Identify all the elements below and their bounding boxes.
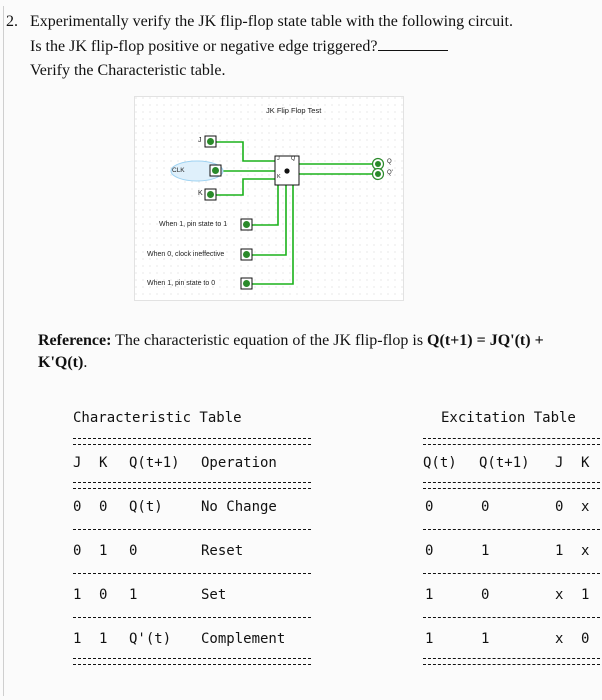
label-clk: CLK	[172, 167, 185, 174]
exc-row2-qt: 0	[425, 543, 434, 559]
exc-row4-j: x	[555, 631, 564, 647]
input-pin-j[interactable]	[204, 135, 217, 148]
input-pin-set[interactable]	[240, 218, 253, 231]
wire-j	[215, 141, 275, 162]
exc-rule-header	[423, 482, 600, 489]
char-rule-header	[73, 482, 311, 489]
wire-k	[215, 178, 275, 196]
exc-rule-bottom	[423, 658, 600, 665]
char-rule-top	[73, 438, 311, 445]
char-row4-operation: Complement	[201, 631, 286, 647]
reference-end: .	[83, 354, 88, 371]
exc-rule-2	[423, 573, 600, 574]
note-enable: When 0, clock ineffective	[147, 251, 225, 258]
char-row3-operation: Set	[201, 587, 227, 603]
char-row4-k: 1	[99, 631, 108, 647]
exc-row3-j: x	[555, 587, 564, 603]
label-k: K	[198, 190, 203, 197]
reference-equation-1: Q(t+1) = JQ'(t) +	[427, 332, 544, 349]
left-margin-rule	[3, 6, 4, 696]
answer-blank[interactable]	[378, 36, 449, 51]
exc-row4-k: 0	[581, 631, 590, 647]
output-label-qn: Q'	[387, 170, 393, 176]
grid-background	[135, 97, 403, 300]
reference-equation-2: K'Q(t)	[38, 354, 84, 371]
wires	[215, 141, 375, 285]
note-reset: When 1, pin state to 0	[147, 280, 216, 287]
char-rule-2	[73, 573, 311, 574]
question-line-2-text: Is the JK flip-flop positive or negative…	[30, 38, 378, 55]
reference-text: The characteristic equation of the JK fl…	[111, 332, 428, 349]
exc-rule-top	[423, 438, 600, 445]
exc-row1-j: 0	[555, 499, 564, 515]
reference-label: Reference:	[38, 332, 112, 349]
circuit-svg	[135, 97, 403, 300]
reference-line-1: Reference: The characteristic equation o…	[38, 330, 544, 352]
char-header-qt1: Q(t+1)	[129, 455, 180, 471]
exc-header-qt: Q(t)	[423, 455, 457, 471]
ff-pin-q: Q	[291, 156, 296, 162]
input-pin-enable[interactable]	[240, 248, 253, 261]
char-row1-j: 0	[73, 499, 82, 515]
char-row2-qt1: 0	[129, 543, 138, 559]
char-header-operation: Operation	[201, 455, 277, 471]
question-number: 2.	[6, 13, 18, 30]
char-row3-qt1: 1	[129, 587, 138, 603]
exc-row4-qt: 1	[425, 631, 434, 647]
exc-row3-qt: 1	[425, 587, 434, 603]
excitation-table-title: Excitation Table	[441, 410, 576, 426]
exc-row4-qt1: 1	[481, 631, 490, 647]
ff-pin-j: J	[277, 156, 280, 162]
wire-enable	[251, 185, 287, 256]
output-led-q	[371, 157, 385, 171]
circuit-title: JK Flip Flop Test	[266, 106, 322, 115]
char-row2-j: 0	[73, 543, 82, 559]
exc-rule-1	[423, 529, 600, 530]
input-pin-reset[interactable]	[240, 277, 253, 290]
circuit-diagram: JK Flip Flop Test J CLK K J Q K Q Q' Whe…	[134, 96, 404, 301]
note-set: When 1, pin state to 1	[159, 221, 228, 228]
char-row1-qt1: Q(t)	[129, 499, 163, 515]
exc-header-j: J	[555, 455, 564, 471]
exc-row1-qt: 0	[425, 499, 434, 515]
char-header-k: K	[99, 455, 108, 471]
wire-set	[251, 185, 279, 226]
exc-row3-k: 1	[581, 587, 590, 603]
char-rule-1	[73, 529, 311, 530]
char-header-j: J	[73, 455, 82, 471]
question-line-3: Verify the Characteristic table.	[30, 62, 226, 79]
char-row3-k: 0	[99, 587, 108, 603]
char-row4-j: 1	[73, 631, 82, 647]
exc-rule-3	[423, 617, 600, 618]
flipflop-state-dot	[284, 168, 290, 174]
char-row1-k: 0	[99, 499, 108, 515]
char-row4-qt1: Q'(t)	[129, 631, 172, 647]
char-rule-3	[73, 617, 311, 618]
char-row2-operation: Reset	[201, 543, 244, 559]
exc-row1-k: x	[581, 499, 590, 515]
exc-row2-k: x	[581, 543, 590, 559]
char-row2-k: 1	[99, 543, 108, 559]
output-led-qn	[371, 167, 385, 181]
char-rule-bottom	[73, 658, 311, 665]
exc-row3-qt1: 0	[481, 587, 490, 603]
input-pin-clk[interactable]	[209, 164, 222, 177]
question-line-2: Is the JK flip-flop positive or negative…	[30, 36, 449, 57]
characteristic-table-title: Characteristic Table	[73, 410, 242, 426]
wire-reset	[251, 185, 294, 285]
exc-row2-qt1: 1	[481, 543, 490, 559]
input-pin-k[interactable]	[204, 188, 217, 201]
label-j: J	[198, 137, 202, 144]
exc-row2-j: 1	[555, 543, 564, 559]
exc-header-qt1: Q(t+1)	[479, 455, 530, 471]
output-label-q: Q	[387, 159, 392, 165]
exc-header-k: K	[581, 455, 590, 471]
ff-pin-k: K	[277, 174, 281, 180]
question-line-1: Experimentally verify the JK flip-flop s…	[30, 13, 513, 30]
exc-row1-qt1: 0	[481, 499, 490, 515]
char-row1-operation: No Change	[201, 499, 277, 515]
reference-line-2: K'Q(t).	[38, 352, 87, 374]
char-row3-j: 1	[73, 587, 82, 603]
